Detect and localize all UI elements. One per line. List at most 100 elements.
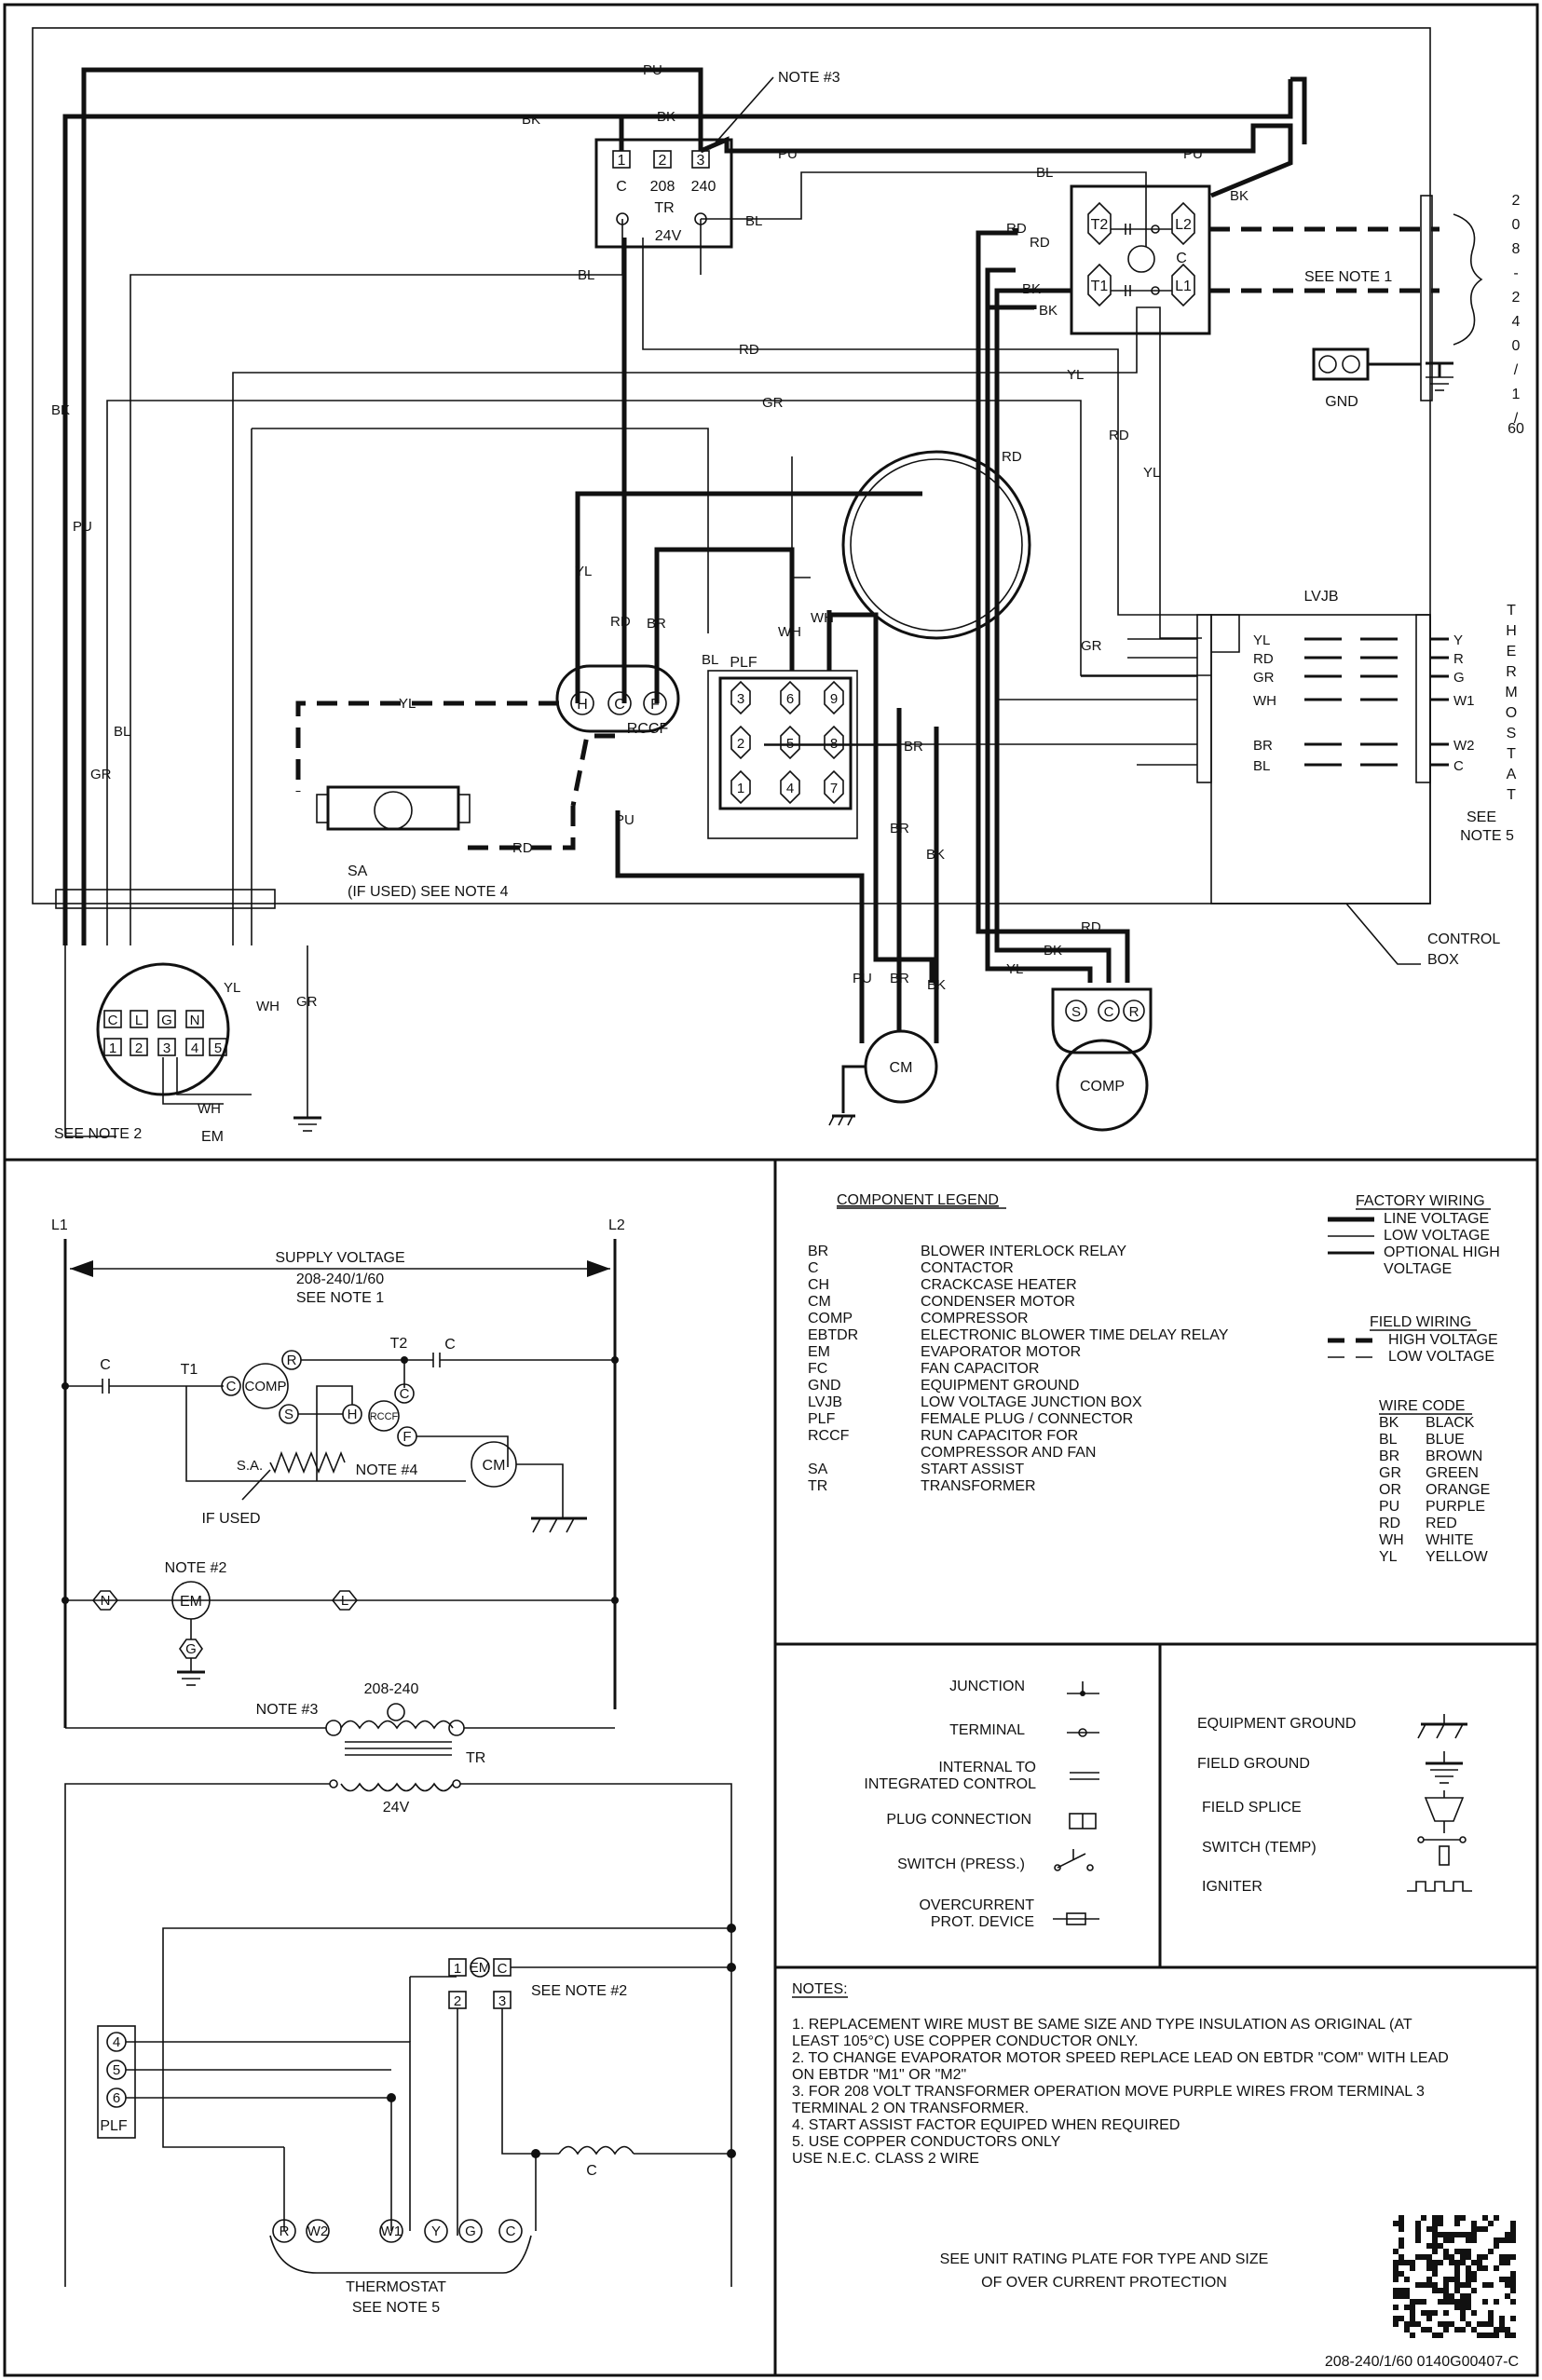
svg-text:YL: YL [1067, 367, 1084, 383]
control-box-label-a: CONTROL [1427, 932, 1500, 947]
svg-text:C: C [226, 1379, 237, 1394]
ladder-l1: L1 [51, 1217, 68, 1233]
svg-text:EQUIPMENT GROUND: EQUIPMENT GROUND [1197, 1716, 1356, 1732]
svg-text:CM: CM [890, 1060, 913, 1076]
svg-text:RCCF: RCCF [627, 721, 669, 737]
svg-text:2: 2 [135, 1040, 143, 1056]
svg-text:BLOWER INTERLOCK RELAY: BLOWER INTERLOCK RELAY [921, 1244, 1126, 1259]
svg-text:M: M [1505, 685, 1517, 700]
svg-text:208-240: 208-240 [364, 1681, 419, 1697]
thermostat-vertical-label: T H E R M O S T A T [1505, 603, 1517, 803]
svg-text:WH: WH [198, 1101, 221, 1117]
svg-text:LOW VOLTAGE: LOW VOLTAGE [1388, 1349, 1494, 1365]
svg-text:FEMALE PLUG / CONNECTOR: FEMALE PLUG / CONNECTOR [921, 1411, 1133, 1427]
svg-text:VOLTAGE: VOLTAGE [1384, 1261, 1452, 1277]
svg-text:BLUE: BLUE [1426, 1432, 1465, 1448]
svg-text:5. USE COPPER CONDUCTORS ONLY: 5. USE COPPER CONDUCTORS ONLY [792, 2134, 1061, 2150]
svg-text:2: 2 [1512, 290, 1521, 306]
svg-text:CONDENSER MOTOR: CONDENSER MOTOR [921, 1294, 1075, 1310]
svg-text:COMP: COMP [808, 1311, 853, 1326]
svg-text:S: S [1507, 726, 1517, 741]
svg-text:NOTES:: NOTES: [792, 1981, 848, 1997]
svg-text:(IF USED) SEE NOTE 4: (IF USED) SEE NOTE 4 [348, 884, 509, 900]
svg-text:C: C [498, 1961, 508, 1977]
svg-text:BK: BK [926, 847, 945, 863]
rccf: H C F RCCF [555, 664, 680, 737]
plf: PLF 3 6 9 2 5 8 1 4 7 [707, 655, 858, 839]
svg-text:R: R [1506, 664, 1517, 680]
svg-text:F: F [650, 697, 660, 713]
control-box-label-b: BOX [1427, 952, 1459, 968]
svg-text:4: 4 [1512, 314, 1521, 330]
svg-text:COMPRESSOR AND FAN: COMPRESSOR AND FAN [921, 1445, 1096, 1461]
svg-text:SEE NOTE #2: SEE NOTE #2 [531, 1983, 627, 1999]
svg-text:PLF: PLF [808, 1411, 836, 1427]
svg-text:BK: BK [1039, 303, 1058, 319]
svg-text:PU: PU [1379, 1499, 1399, 1515]
svg-text:FIELD GROUND: FIELD GROUND [1197, 1756, 1310, 1772]
svg-text:USE N.E.C. CLASS 2 WIRE: USE N.E.C. CLASS 2 WIRE [792, 2151, 979, 2167]
qr-code [1393, 2215, 1516, 2338]
svg-text:5: 5 [214, 1040, 222, 1056]
svg-text:BK: BK [1379, 1415, 1399, 1431]
svg-text:W2: W2 [1453, 738, 1475, 754]
svg-text:CH: CH [808, 1277, 829, 1293]
svg-text:OPTIONAL HIGH: OPTIONAL HIGH [1384, 1244, 1500, 1260]
svg-text:YL: YL [1253, 632, 1270, 648]
see-note1-top: SEE NOTE 1 [1304, 269, 1392, 285]
svg-text:FIELD WIRING: FIELD WIRING [1370, 1314, 1471, 1330]
svg-text:CM: CM [808, 1294, 831, 1310]
svg-text:COMPONENT LEGEND: COMPONENT LEGEND [837, 1192, 999, 1208]
svg-text:YL: YL [575, 564, 592, 579]
svg-text:1: 1 [1512, 387, 1521, 402]
svg-text:RED: RED [1426, 1516, 1457, 1531]
svg-text:SEE UNIT RATING PLATE FOR TYPE: SEE UNIT RATING PLATE FOR TYPE AND SIZE [940, 2251, 1269, 2267]
svg-text:BL: BL [578, 267, 594, 283]
svg-text:T: T [1507, 787, 1516, 803]
svg-text:LEAST 105°C) USE COPPER CONDUC: LEAST 105°C) USE COPPER CONDUCTOR ONLY. [792, 2033, 1139, 2049]
svg-text:LINE VOLTAGE: LINE VOLTAGE [1384, 1211, 1489, 1227]
svg-text:SA: SA [348, 864, 368, 879]
svg-text:8: 8 [830, 736, 838, 752]
symbol-legend: JUNCTION TERMINAL INTERNAL TO INTEGRATED… [864, 1679, 1472, 1930]
svg-text:60: 60 [1508, 421, 1524, 437]
svg-text:COMPRESSOR: COMPRESSOR [921, 1311, 1029, 1326]
contactor-t1: T1 [1091, 279, 1109, 294]
svg-text:GR: GR [90, 767, 112, 782]
compressor: S C R COMP [1051, 987, 1153, 1132]
svg-text:PU: PU [615, 812, 635, 828]
svg-text:PU: PU [1183, 146, 1203, 162]
svg-text:YELLOW: YELLOW [1426, 1549, 1489, 1565]
notes: NOTES: 1. REPLACEMENT WIRE MUST BE SAME … [792, 1981, 1519, 2370]
svg-text:C: C [1104, 1004, 1114, 1020]
see-note5-a: SEE [1467, 809, 1496, 825]
top-wire-labels: PU BK BK PU PU BL BK BL RD RD BL BK BK R… [51, 62, 1249, 1117]
svg-text:4: 4 [113, 2034, 120, 2050]
svg-text:H: H [577, 697, 588, 713]
svg-text:SWITCH (TEMP): SWITCH (TEMP) [1202, 1840, 1317, 1856]
svg-text:PU: PU [778, 146, 798, 162]
svg-text:F: F [403, 1429, 411, 1445]
svg-text:PLUG CONNECTION: PLUG CONNECTION [886, 1812, 1031, 1828]
svg-text:IGNITER: IGNITER [1202, 1879, 1262, 1895]
component-legend: COMPONENT LEGEND BR C CH CM COMP EBTDR E… [808, 1192, 1500, 1565]
contactor-l2: L2 [1175, 217, 1192, 233]
svg-text:W1: W1 [381, 2224, 403, 2239]
svg-text:YL: YL [1006, 961, 1023, 977]
svg-text:RD: RD [1379, 1516, 1400, 1531]
svg-text:JUNCTION: JUNCTION [949, 1679, 1025, 1694]
svg-text:9: 9 [830, 691, 838, 707]
svg-text:RD: RD [739, 342, 759, 358]
svg-text:WH: WH [256, 999, 280, 1014]
svg-text:FACTORY WIRING: FACTORY WIRING [1356, 1193, 1485, 1209]
svg-text:208-240/1/60 0140G00407-C: 208-240/1/60 0140G00407-C [1325, 2354, 1519, 2370]
svg-text:N: N [101, 1593, 111, 1609]
tr-c-label: C [616, 179, 627, 195]
svg-text:ON EBTDR "M1" OR "M2": ON EBTDR "M1" OR "M2" [792, 2067, 966, 2083]
svg-text:CONTACTOR: CONTACTOR [921, 1260, 1014, 1276]
svg-text:RD: RD [610, 614, 631, 630]
tr-label: TR [654, 200, 674, 216]
svg-text:FIELD SPLICE: FIELD SPLICE [1202, 1800, 1302, 1816]
svg-text:S.A.: S.A. [237, 1458, 263, 1474]
svg-text:1: 1 [454, 1961, 461, 1977]
